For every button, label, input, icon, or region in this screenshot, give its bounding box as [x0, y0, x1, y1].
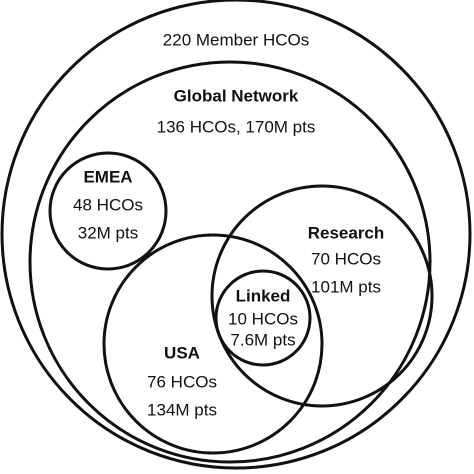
usa-pts: 134M pts — [147, 400, 217, 419]
linked-hcos: 10 HCOs — [228, 309, 298, 328]
global-network-circle — [28, 60, 432, 464]
linked-circle — [214, 269, 312, 367]
global-network-detail: 136 HCOs, 170M pts — [157, 117, 316, 136]
usa-circle — [102, 233, 324, 455]
research-circle — [210, 184, 434, 408]
linked-pts: 7.6M pts — [230, 330, 295, 349]
usa-title: USA — [164, 343, 200, 362]
member-hcos-label: 220 Member HCOs — [163, 30, 309, 49]
research-title: Research — [308, 223, 385, 242]
usa-hcos: 76 HCOs — [147, 372, 217, 391]
emea-pts: 32M pts — [78, 223, 138, 242]
research-pts: 101M pts — [311, 277, 381, 296]
global-network-title: Global Network — [174, 86, 299, 105]
research-hcos: 70 HCOs — [311, 249, 381, 268]
emea-title: EMEA — [83, 167, 132, 186]
emea-circle — [48, 151, 168, 271]
emea-hcos: 48 HCOs — [73, 195, 143, 214]
linked-title: Linked — [236, 286, 291, 305]
